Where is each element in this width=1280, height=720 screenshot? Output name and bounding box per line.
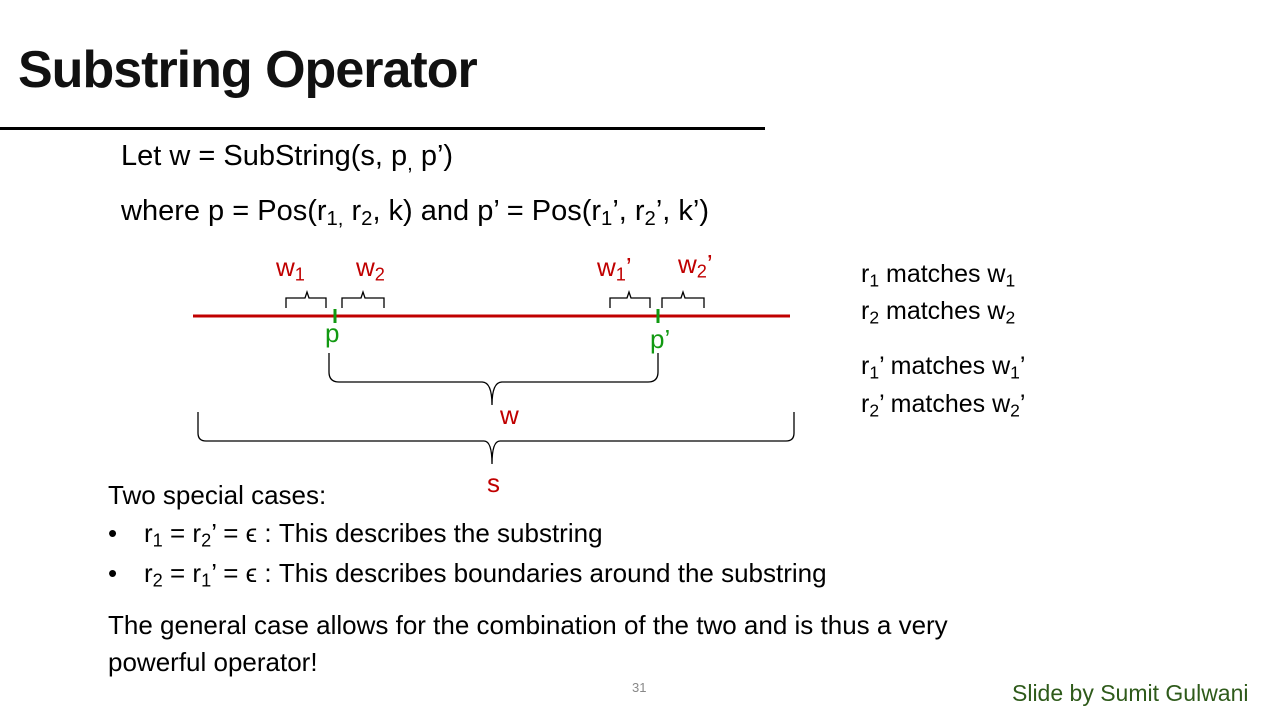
match-r1: r1 matches w1 xyxy=(861,260,1016,291)
label-p-prime: p’ xyxy=(650,324,671,354)
case-item: •r2 = r1’ = ϵ : This describes boundarie… xyxy=(108,558,827,591)
label-w: w xyxy=(500,400,519,430)
label-w2: w2 xyxy=(356,252,385,285)
cases-heading: Two special cases: xyxy=(108,480,327,510)
definition-line-1: Let w = SubString(s, p, p’) xyxy=(121,140,454,176)
w1-brace xyxy=(285,289,327,308)
match-r1-prime: r1’ matches w1’ xyxy=(861,352,1026,383)
summary-line-1: The general case allows for the combinat… xyxy=(108,610,948,640)
label-s: s xyxy=(487,468,500,498)
page-number: 31 xyxy=(632,680,647,695)
slide-credit: Slide by Sumit Gulwani xyxy=(1012,680,1249,706)
w2-brace xyxy=(341,289,385,308)
match-r2-prime: r2’ matches w2’ xyxy=(861,390,1026,421)
match-r2: r2 matches w2 xyxy=(861,297,1016,328)
w2-prime-brace xyxy=(661,289,705,308)
title-underline xyxy=(0,127,765,130)
s-brace xyxy=(197,412,795,465)
label-w1-prime: w1’ xyxy=(597,252,632,285)
slide-title: Substring Operator xyxy=(18,41,478,99)
label-w1: w1 xyxy=(276,252,305,285)
w-brace xyxy=(328,353,659,406)
label-p: p xyxy=(325,318,340,348)
w1-prime-brace xyxy=(609,289,651,308)
case-item: •r1 = r2’ = ϵ : This describes the subst… xyxy=(108,518,603,551)
summary-line-2: powerful operator! xyxy=(108,647,318,677)
label-w2-prime: w2’ xyxy=(678,249,713,282)
definition-line-2: where p = Pos(r1, r2, k) and p’ = Pos(r1… xyxy=(121,195,709,231)
